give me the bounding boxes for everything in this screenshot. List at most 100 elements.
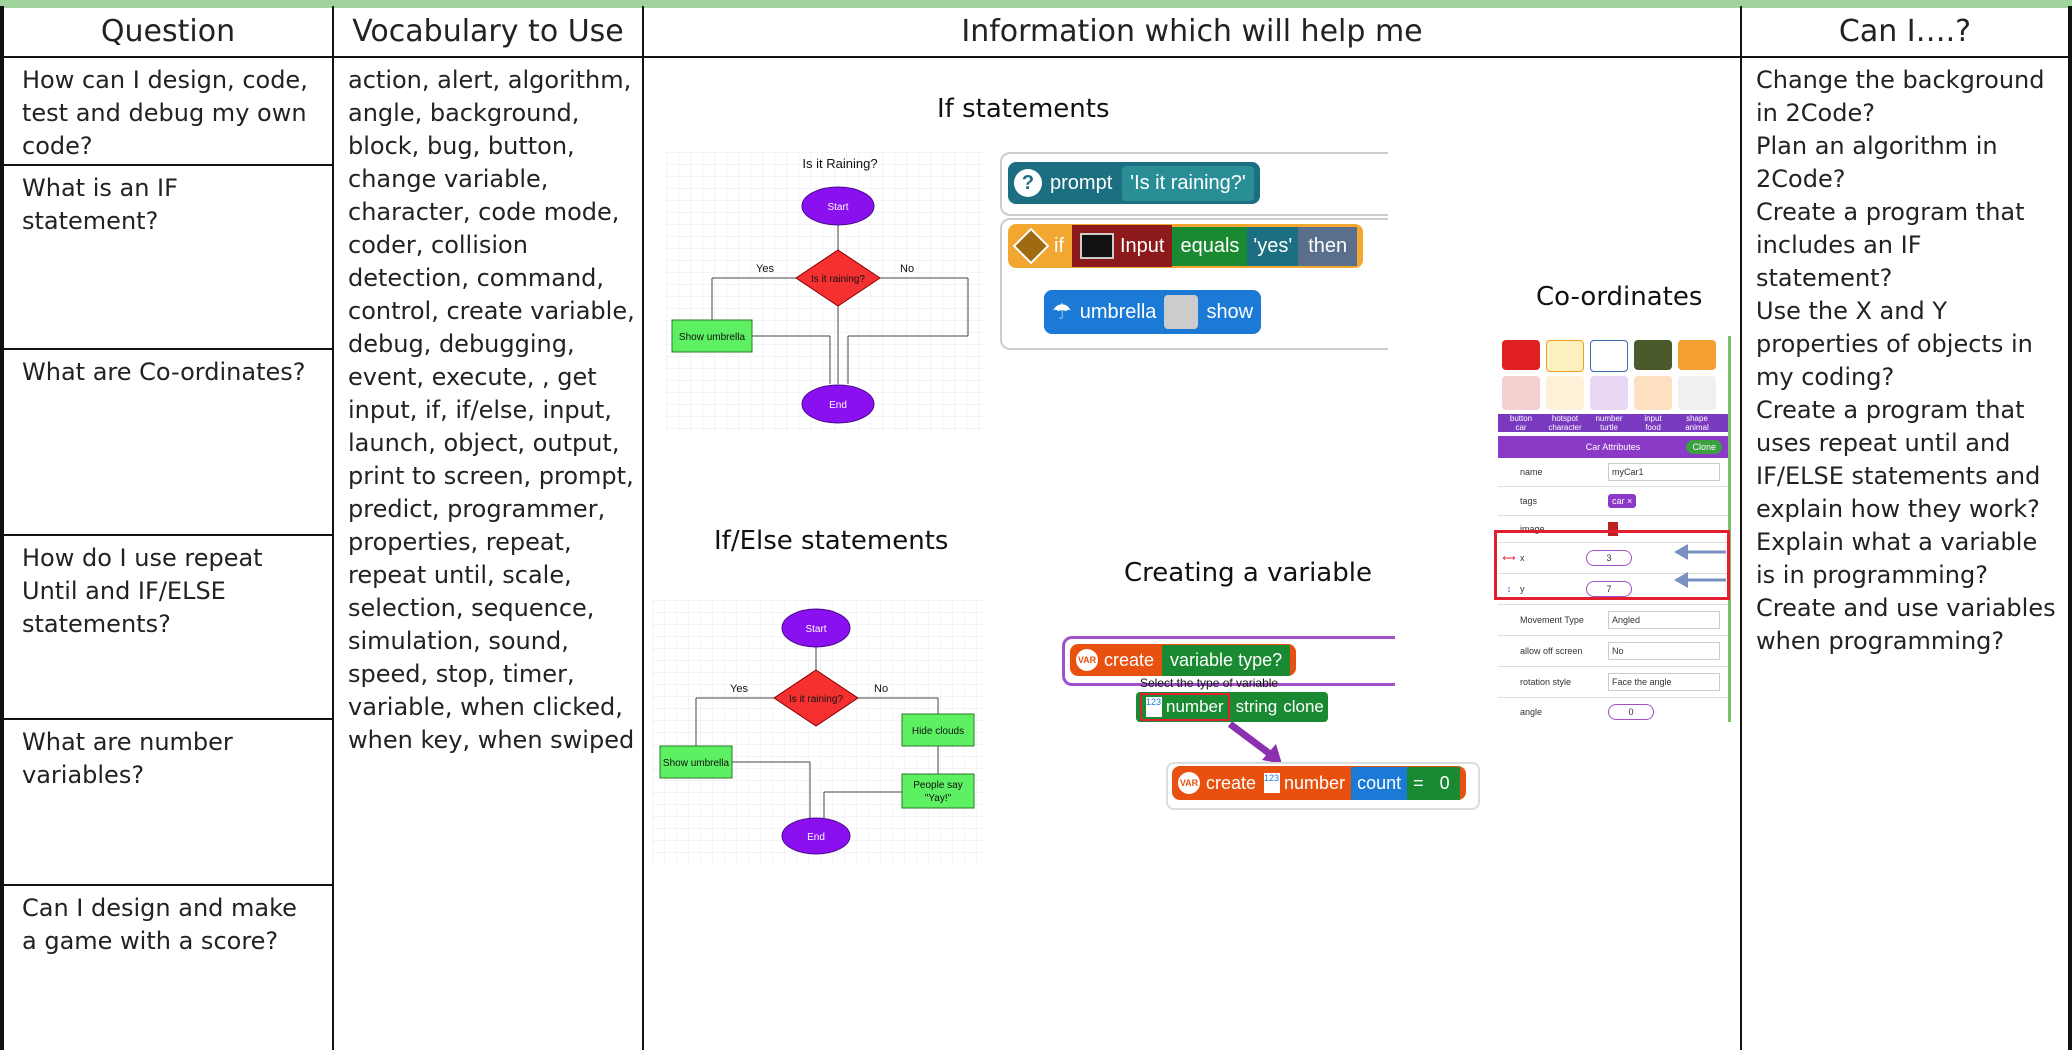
value-zero: 0: [1429, 766, 1460, 800]
palette-label: input: [1644, 414, 1662, 423]
number-icon: 123: [1146, 697, 1162, 717]
end-node: [801, 384, 875, 424]
button-tile[interactable]: [1502, 340, 1540, 370]
arrow-icon: [1227, 721, 1282, 764]
process-label: Show umbrella: [679, 332, 746, 343]
if-flowchart: Is it Raining? Start Is it raining? Yes …: [666, 152, 984, 432]
create-number-block[interactable]: VAR create 123 number count = 0: [1172, 766, 1466, 800]
number-variable-area: [1166, 762, 1480, 810]
attr-value[interactable]: car ×: [1608, 494, 1637, 508]
start-label: Start: [827, 202, 848, 213]
input-chip: Input: [1072, 225, 1173, 267]
attr-label: angle: [1520, 707, 1543, 717]
palette-label: number: [1595, 414, 1623, 423]
if-block[interactable]: if Input equals 'yes' then: [1008, 224, 1364, 268]
process-label: People say: [913, 780, 962, 791]
palette-label: character: [1548, 423, 1582, 432]
character-tile[interactable]: [1546, 376, 1584, 410]
header-question: Question: [4, 6, 332, 58]
question-icon: ?: [1014, 169, 1042, 197]
prompt-text: 'Is it raining?': [1122, 165, 1254, 201]
attr-value[interactable]: 7: [1586, 581, 1632, 597]
if-code-area: [1000, 152, 1388, 350]
process-node: [901, 713, 975, 747]
attr-value[interactable]: Angled: [1608, 611, 1720, 629]
create-label: create: [1206, 772, 1257, 793]
create-variable-block[interactable]: VAR create variable type?: [1070, 644, 1297, 676]
count-label: count: [1351, 766, 1408, 800]
table-frame: [0, 6, 2072, 1050]
variable-code-area: [1062, 636, 1395, 686]
clone-button[interactable]: Clone: [1686, 440, 1722, 454]
palette-label: turtle: [1600, 423, 1618, 432]
number-label: number: [1284, 772, 1346, 793]
prompt-block[interactable]: ? prompt 'Is it raining?': [1008, 162, 1260, 204]
attr-value[interactable]: Face the angle: [1608, 673, 1720, 691]
question-cell: What is an IF statement?: [4, 166, 332, 350]
header-can: Can I….?: [1742, 6, 2068, 58]
animal-tile[interactable]: [1678, 376, 1716, 410]
process-node: [671, 319, 753, 353]
equals-label: equals: [1172, 226, 1248, 266]
umbrella-label: umbrella: [1079, 300, 1157, 323]
variable-type-options[interactable]: 123 number string clone: [1136, 692, 1328, 722]
header-info: Information which will help me: [644, 6, 1740, 58]
attr-label: image: [1520, 524, 1545, 534]
palette-label: food: [1645, 423, 1661, 432]
flowchart-title: Is it Raining?: [802, 156, 877, 171]
umbrella-show-block[interactable]: ☂ umbrella show: [1044, 290, 1262, 334]
input-tile[interactable]: [1634, 340, 1672, 370]
y-arrow-icon: ↕: [1506, 584, 1512, 594]
attr-row-movement: Movement Type Angled: [1498, 605, 1728, 636]
food-tile[interactable]: [1634, 376, 1672, 410]
input-label: Input: [1120, 234, 1165, 257]
palette-label: button: [1509, 414, 1533, 423]
decision-label: Is it raining?: [811, 274, 865, 285]
clone-option[interactable]: clone: [1283, 697, 1324, 716]
show-label: show: [1206, 300, 1254, 323]
attr-value[interactable]: No: [1608, 642, 1720, 660]
attr-label: tags: [1520, 496, 1538, 506]
attr-value[interactable]: 0: [1608, 704, 1654, 720]
yes-value: 'yes': [1247, 226, 1299, 266]
end-label: End: [807, 832, 825, 843]
process-node: [659, 745, 733, 779]
attr-value[interactable]: myCar1: [1608, 463, 1720, 481]
attr-label: name: [1520, 467, 1543, 477]
attr-label: Movement Type: [1520, 615, 1584, 625]
number-tile[interactable]: [1590, 340, 1628, 372]
string-option[interactable]: string: [1235, 697, 1278, 716]
character-icon: [1164, 295, 1199, 329]
no-label: No: [900, 263, 914, 275]
decision-label: Is it raining?: [789, 694, 843, 705]
attr-value[interactable]: 3: [1586, 550, 1632, 566]
attr-label: rotation style: [1520, 677, 1572, 687]
if-keyword: if: [1054, 234, 1064, 257]
process-label: Hide clouds: [912, 726, 964, 737]
attr-row-tags: tags car ×: [1498, 487, 1728, 516]
x-arrow-icon: ⟷: [1502, 552, 1516, 563]
ifelse-flowchart: Start Is it raining? Yes No Show umbrell…: [652, 600, 984, 864]
column-divider: [332, 6, 334, 1050]
if-icon: [1012, 227, 1050, 265]
number-option[interactable]: 123 number: [1140, 693, 1230, 721]
attr-label: allow off screen: [1520, 646, 1583, 656]
hotspot-tile[interactable]: [1546, 340, 1584, 372]
number-label: number: [1166, 697, 1224, 716]
question-cell: What are Co-ordinates?: [4, 350, 332, 536]
top-accent-bar: [0, 0, 2072, 8]
xy-highlight-box: [1494, 530, 1730, 600]
attr-row-angle: angle 0: [1498, 698, 1728, 726]
var-icon: VAR: [1076, 649, 1098, 671]
shape-tile[interactable]: [1678, 340, 1716, 370]
umbrella-icon: ☂: [1052, 299, 1072, 324]
create-label: create: [1104, 649, 1155, 670]
yes-label: Yes: [730, 683, 748, 695]
end-node: [781, 817, 851, 855]
turtle-tile[interactable]: [1590, 376, 1628, 410]
end-label: End: [829, 400, 847, 411]
palette-label: hotspot: [1551, 414, 1579, 423]
question-cell: How do I use repeat Until and IF/ELSE st…: [4, 536, 332, 720]
palette-label: animal: [1685, 423, 1709, 432]
car-tile[interactable]: [1502, 376, 1540, 410]
